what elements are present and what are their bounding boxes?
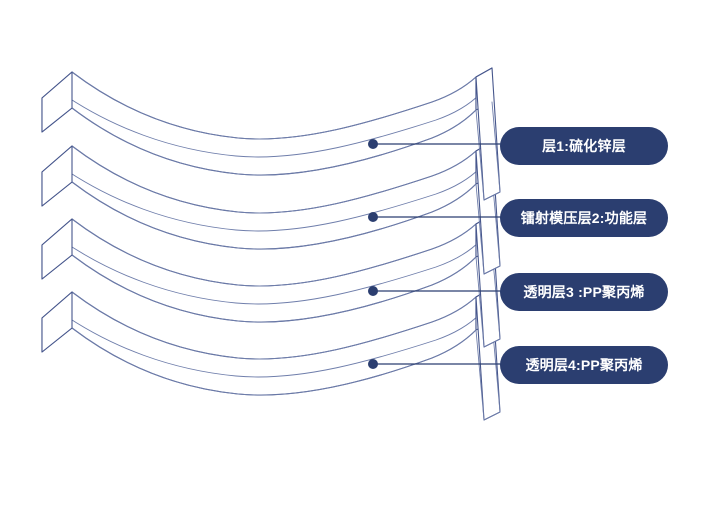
- layer-label-1[interactable]: 层1:硫化锌层: [500, 127, 668, 165]
- sheet-layer-1: [41, 67, 501, 201]
- layer-label-2[interactable]: 镭射模压层2:功能层: [500, 199, 668, 237]
- layer-label-3-text: 透明层3 :PP聚丙烯: [523, 284, 645, 300]
- layer-label-1-text: 层1:硫化锌层: [542, 138, 626, 154]
- layer-label-4-text: 透明层4:PP聚丙烯: [525, 357, 643, 373]
- leader-group-4: [368, 359, 505, 369]
- leader-group-2: [368, 212, 505, 222]
- layer-label-4[interactable]: 透明层4:PP聚丙烯: [500, 346, 668, 384]
- layer-label-3[interactable]: 透明层3 :PP聚丙烯: [500, 273, 668, 311]
- layer-label-2-text: 镭射模压层2:功能层: [520, 210, 648, 226]
- leader-group-1: [368, 139, 505, 149]
- leader-group-3: [368, 286, 505, 296]
